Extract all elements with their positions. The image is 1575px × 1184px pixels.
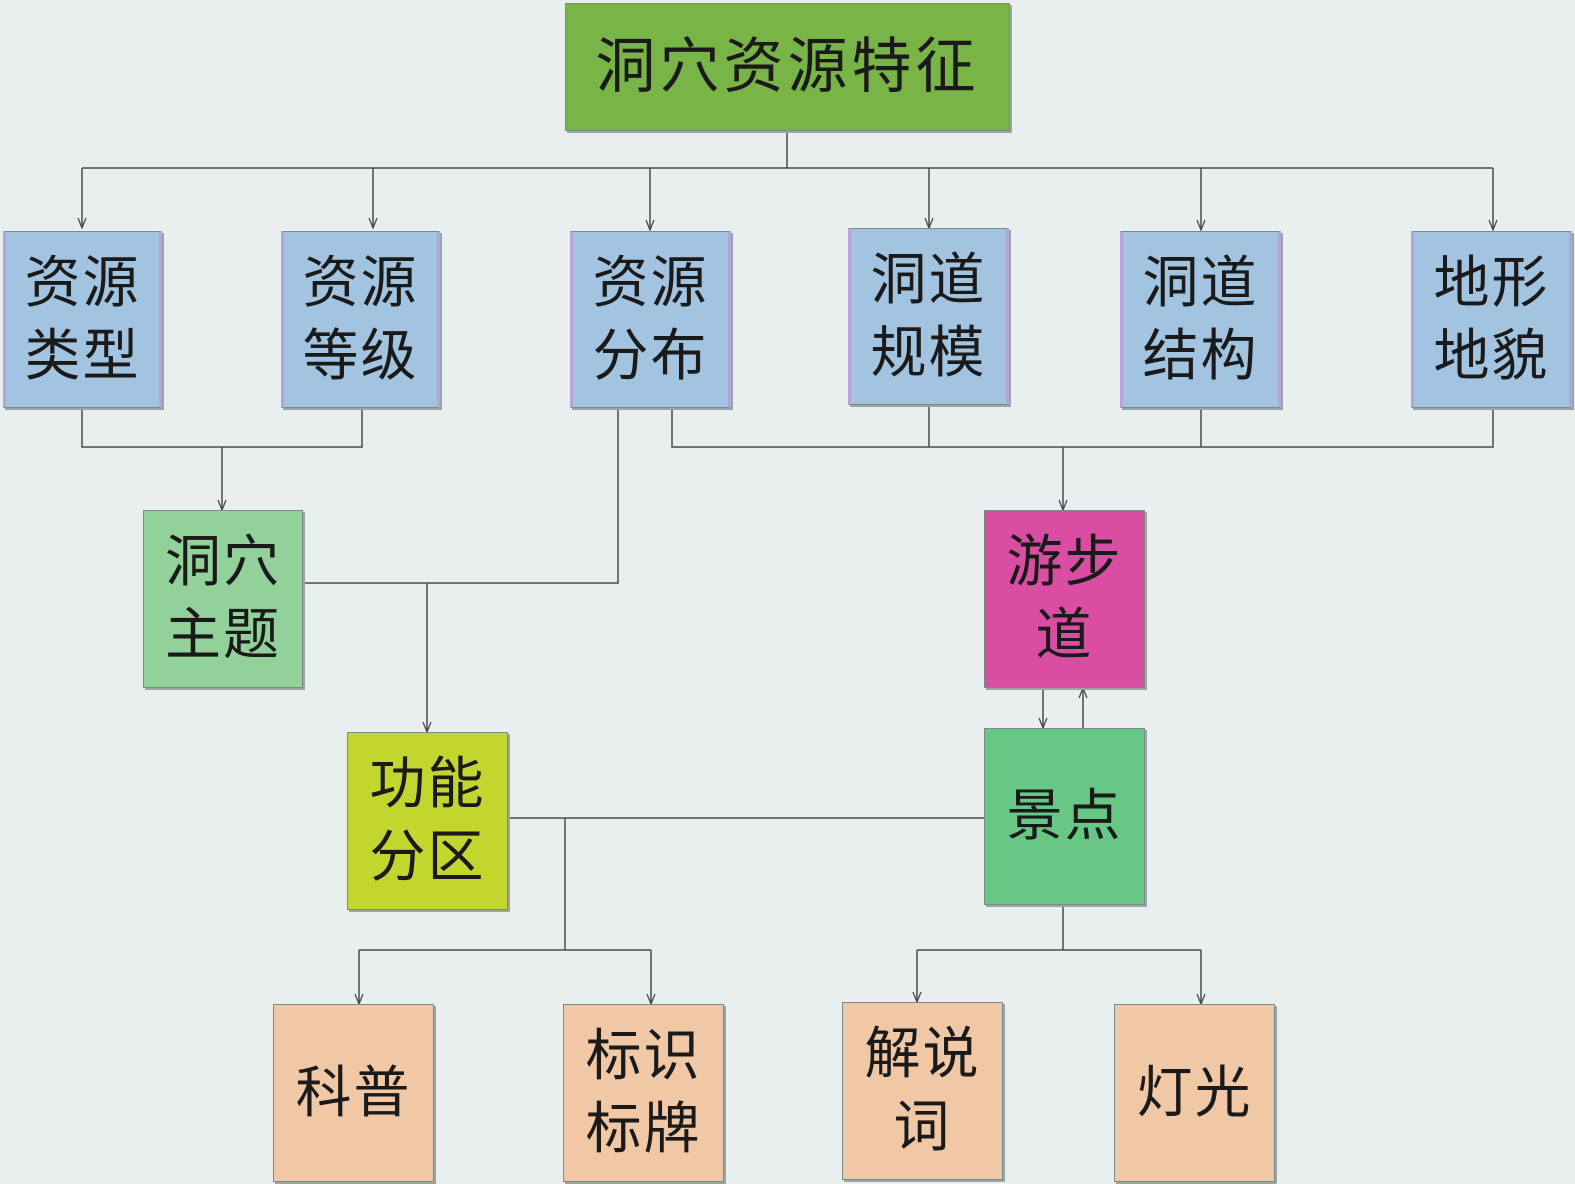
node-label-line1: 功能 [369, 752, 486, 817]
root-node-cave-resource-features: 洞穴资源特征 [565, 3, 1010, 131]
node-scenic-spot: 景点 [984, 728, 1145, 905]
features-walkway-merge-line [671, 408, 1494, 448]
node-label-line1: 标识 [585, 1024, 702, 1089]
node-label-line2: 类型 [24, 323, 141, 389]
root-node-label: 洞穴资源特征 [595, 32, 980, 102]
node-label-line1: 资源 [592, 250, 709, 316]
node-label: 景点 [1006, 784, 1123, 849]
node-signage: 标识 标牌 [563, 1004, 724, 1182]
node-label-line1: 解说 [864, 1022, 981, 1087]
node-label-line1: 资源 [24, 250, 141, 316]
node-label-line1: 游步 [1006, 530, 1123, 595]
node-cave-structure: 洞道 结构 [1120, 231, 1281, 408]
node-label-line2: 词 [893, 1095, 952, 1160]
node-resource-distribution: 资源 分布 [570, 231, 731, 408]
node-label-line2: 主题 [165, 603, 281, 668]
node-label-line1: 洞穴 [165, 530, 281, 595]
node-label-line1: 洞道 [1142, 250, 1259, 316]
node-label-line1: 资源 [302, 250, 419, 316]
node-resource-grade: 资源 等级 [281, 231, 440, 408]
type-grade-merge-line [81, 408, 363, 448]
node-label-line2: 分布 [592, 323, 709, 389]
node-walkway: 游步 道 [984, 510, 1145, 688]
node-label-line2: 结构 [1142, 323, 1259, 389]
node-label-line1: 地形 [1433, 250, 1550, 316]
node-label-line2: 等级 [302, 323, 419, 389]
node-commentary: 解说 词 [842, 1002, 1003, 1180]
node-functional-zoning: 功能 分区 [347, 732, 508, 910]
node-label-line1: 洞道 [870, 247, 987, 313]
node-lighting: 灯光 [1114, 1004, 1275, 1182]
node-resource-type: 资源 类型 [3, 231, 162, 408]
distribution-theme-merge-line [302, 408, 619, 584]
node-label-line2: 地貌 [1433, 323, 1550, 389]
node-label: 科普 [295, 1060, 412, 1126]
node-label-line2: 分区 [369, 825, 486, 890]
node-label-line2: 道 [1035, 603, 1094, 668]
node-cave-scale: 洞道 规模 [848, 228, 1009, 405]
node-science-popularization: 科普 [273, 1004, 434, 1182]
node-label: 灯光 [1136, 1060, 1253, 1126]
node-label-line2: 规模 [870, 320, 987, 386]
node-landform: 地形 地貌 [1411, 231, 1572, 408]
node-cave-theme: 洞穴 主题 [143, 510, 303, 688]
node-label-line2: 标牌 [585, 1097, 702, 1162]
